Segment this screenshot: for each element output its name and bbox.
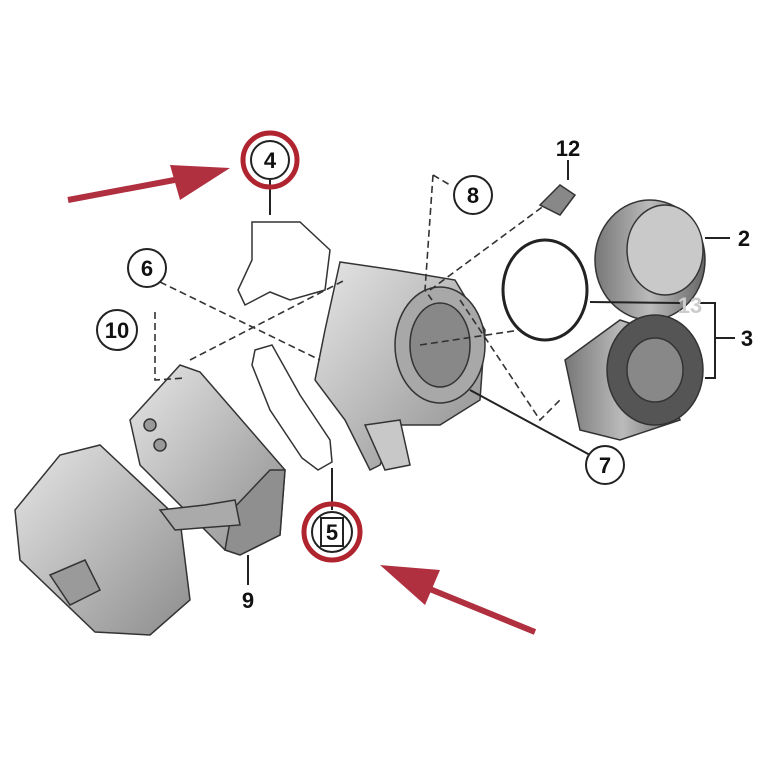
- filter-element: [564, 314, 704, 441]
- label-8: 8: [467, 183, 479, 208]
- label-7: 7: [599, 453, 611, 478]
- label-5-box: [320, 517, 344, 547]
- label-10: 10: [105, 318, 129, 343]
- label-5: 5: [326, 520, 338, 545]
- label-12: 12: [556, 136, 580, 161]
- arrow-to-5: [380, 565, 537, 635]
- sensor-12: [538, 184, 577, 216]
- label-13: 13: [678, 293, 702, 318]
- label-9: 9: [242, 588, 254, 613]
- filter-cap: [594, 199, 706, 321]
- o-ring: [501, 238, 589, 342]
- gasket-4: [237, 221, 331, 307]
- label-6: 6: [141, 256, 153, 281]
- label-4: 4: [264, 148, 277, 173]
- label-3: 3: [741, 326, 753, 351]
- oil-cooler: [129, 364, 286, 556]
- oil-filter-housing: [314, 261, 486, 472]
- highlight-ring-5: [301, 501, 363, 563]
- arrow-to-4: [67, 165, 230, 203]
- highlight-ring-4: [240, 130, 300, 190]
- label-2: 2: [738, 226, 750, 251]
- cooler-cover: [14, 444, 191, 636]
- gasket-5: [251, 344, 333, 471]
